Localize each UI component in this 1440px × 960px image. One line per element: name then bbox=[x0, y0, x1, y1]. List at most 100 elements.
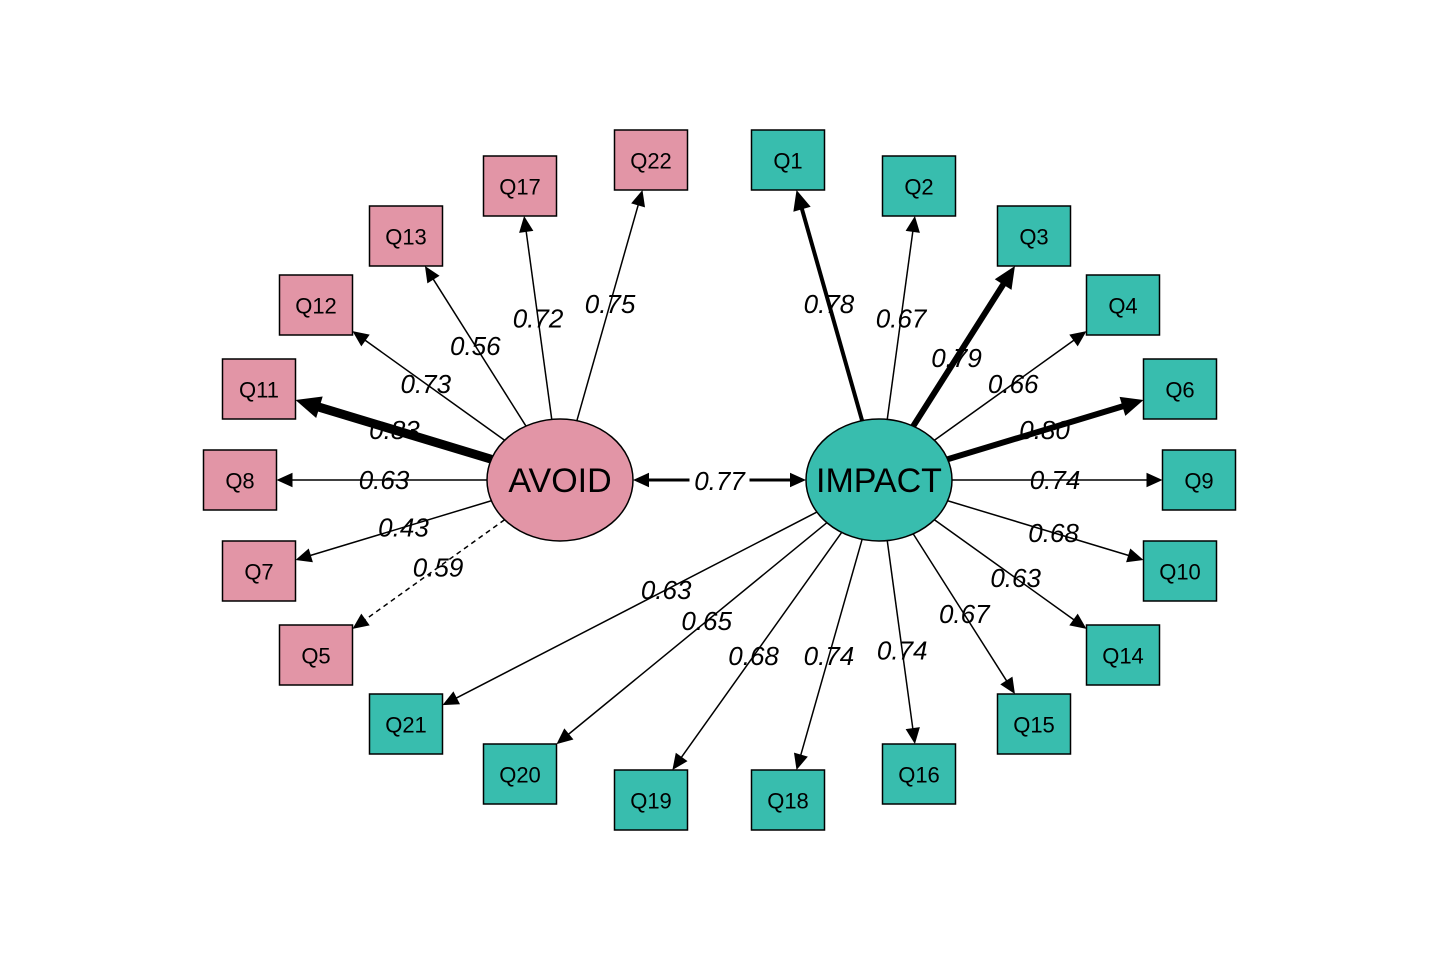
indicator-q9[interactable]: Q9 bbox=[1161, 449, 1237, 511]
indicator-label-q5: Q5 bbox=[301, 644, 330, 669]
indicator-box-q1 bbox=[750, 129, 826, 191]
loading-label-q11: 0.83 bbox=[369, 415, 420, 445]
loading-edge-q13 bbox=[431, 276, 527, 427]
indicator-box-q15 bbox=[996, 693, 1072, 755]
arrowhead-q2 bbox=[905, 216, 920, 233]
indicator-label-q19: Q19 bbox=[630, 789, 672, 814]
latent-impact[interactable]: IMPACT bbox=[805, 418, 953, 542]
loading-label-q18: 0.74 bbox=[804, 641, 855, 671]
loading-edge-q5 bbox=[362, 519, 506, 622]
loading-edge-q6 bbox=[946, 402, 1128, 463]
loading-edge-q20 bbox=[565, 522, 828, 737]
indicator-q2[interactable]: Q2 bbox=[881, 155, 957, 217]
indicator-q4[interactable]: Q4 bbox=[1085, 274, 1161, 336]
indicator-q13[interactable]: Q13 bbox=[368, 205, 444, 267]
loading-edge-q21 bbox=[453, 511, 818, 700]
indicator-box-q3 bbox=[996, 205, 1072, 267]
loading-label-q3: 0.79 bbox=[931, 343, 982, 373]
arrowhead-q15 bbox=[1000, 676, 1015, 694]
indicator-q11[interactable]: Q11 bbox=[221, 358, 297, 420]
indicator-box-q2 bbox=[881, 155, 957, 217]
indicator-box-q13 bbox=[368, 205, 444, 267]
indicator-q6[interactable]: Q6 bbox=[1142, 358, 1218, 420]
indicator-label-q8: Q8 bbox=[225, 469, 254, 494]
loading-label-q17: 0.72 bbox=[513, 303, 564, 333]
indicator-label-q2: Q2 bbox=[904, 175, 933, 200]
loading-label-q8: 0.63 bbox=[359, 465, 410, 495]
indicator-label-q9: Q9 bbox=[1184, 469, 1213, 494]
indicator-q5[interactable]: Q5 bbox=[278, 624, 354, 686]
arrowhead-q18 bbox=[793, 752, 808, 770]
indicator-label-q13: Q13 bbox=[385, 225, 427, 250]
loading-edge-q16 bbox=[886, 540, 914, 732]
indicator-label-q3: Q3 bbox=[1019, 225, 1048, 250]
arrowhead-q10 bbox=[1126, 548, 1144, 563]
indicator-box-q22 bbox=[613, 129, 689, 191]
indicator-label-q18: Q18 bbox=[767, 789, 809, 814]
indicator-label-q14: Q14 bbox=[1102, 644, 1144, 669]
loading-edge-q2 bbox=[886, 228, 914, 420]
latent-ellipse-avoid bbox=[486, 418, 634, 542]
loading-label-q1: 0.78 bbox=[804, 289, 855, 319]
loading-label-q21: 0.63 bbox=[641, 575, 692, 605]
loading-edge-q12 bbox=[362, 338, 506, 441]
indicator-label-q11: Q11 bbox=[239, 378, 279, 403]
latent-avoid[interactable]: AVOID bbox=[486, 418, 634, 542]
arrowhead-q17 bbox=[519, 216, 534, 233]
indicator-q20[interactable]: Q20 bbox=[482, 743, 558, 805]
indicator-q17[interactable]: Q17 bbox=[482, 155, 558, 217]
loading-edge-q4 bbox=[933, 338, 1077, 441]
indicator-q14[interactable]: Q14 bbox=[1085, 624, 1161, 686]
indicator-box-q9 bbox=[1161, 449, 1237, 511]
loading-edge-q18 bbox=[799, 539, 863, 758]
indicator-label-q20: Q20 bbox=[499, 763, 541, 788]
indicator-q21[interactable]: Q21 bbox=[368, 693, 444, 755]
indicator-label-q12: Q12 bbox=[295, 294, 337, 319]
indicator-box-q11 bbox=[221, 358, 297, 420]
indicator-q10[interactable]: Q10 bbox=[1142, 540, 1218, 602]
indicator-box-q17 bbox=[482, 155, 558, 217]
arrowhead-q3 bbox=[994, 266, 1015, 290]
arrowhead-q13 bbox=[424, 266, 440, 284]
loading-label-q4: 0.66 bbox=[988, 369, 1039, 399]
indicator-box-q14 bbox=[1085, 624, 1161, 686]
indicator-box-q5 bbox=[278, 624, 354, 686]
indicator-label-q1: Q1 bbox=[773, 149, 802, 174]
loading-label-q22: 0.75 bbox=[585, 289, 636, 319]
indicator-q19[interactable]: Q19 bbox=[613, 769, 689, 831]
indicator-label-q17: Q17 bbox=[499, 175, 541, 200]
loading-edge-q11 bbox=[313, 401, 493, 464]
loading-label-q9: 0.74 bbox=[1030, 465, 1081, 495]
indicator-q3[interactable]: Q3 bbox=[996, 205, 1072, 267]
loading-label-q2: 0.67 bbox=[876, 303, 928, 333]
arrowhead-q5 bbox=[352, 613, 370, 629]
loading-edge-q15 bbox=[912, 533, 1009, 684]
loading-label-q19: 0.68 bbox=[728, 641, 779, 671]
loading-label-q6: 0.80 bbox=[1019, 415, 1070, 445]
indicator-q16[interactable]: Q16 bbox=[881, 743, 957, 805]
indicator-box-q16 bbox=[881, 743, 957, 805]
indicator-q22[interactable]: Q22 bbox=[613, 129, 689, 191]
indicator-label-q15: Q15 bbox=[1013, 713, 1055, 738]
loading-label-q13: 0.56 bbox=[450, 331, 501, 361]
arrowhead-q16 bbox=[905, 727, 920, 744]
indicator-q7[interactable]: Q7 bbox=[221, 540, 297, 602]
loading-label-q10: 0.68 bbox=[1028, 518, 1079, 548]
indicator-q1[interactable]: Q1 bbox=[750, 129, 826, 191]
indicator-q18[interactable]: Q18 bbox=[750, 769, 826, 831]
arrowhead-q11 bbox=[295, 396, 323, 419]
loading-label-q15: 0.67 bbox=[939, 599, 991, 629]
correlation-arrowhead-right bbox=[790, 472, 806, 488]
indicator-q8[interactable]: Q8 bbox=[202, 449, 278, 511]
arrowhead-q19 bbox=[672, 752, 688, 770]
correlation-label-bg bbox=[689, 466, 750, 494]
indicator-q15[interactable]: Q15 bbox=[996, 693, 1072, 755]
latent-label-avoid: AVOID bbox=[508, 462, 611, 500]
arrowhead-q9 bbox=[1146, 472, 1163, 488]
loading-edge-q1 bbox=[798, 204, 865, 422]
indicator-q12[interactable]: Q12 bbox=[278, 274, 354, 336]
indicator-box-q20 bbox=[482, 743, 558, 805]
indicator-box-q12 bbox=[278, 274, 354, 336]
